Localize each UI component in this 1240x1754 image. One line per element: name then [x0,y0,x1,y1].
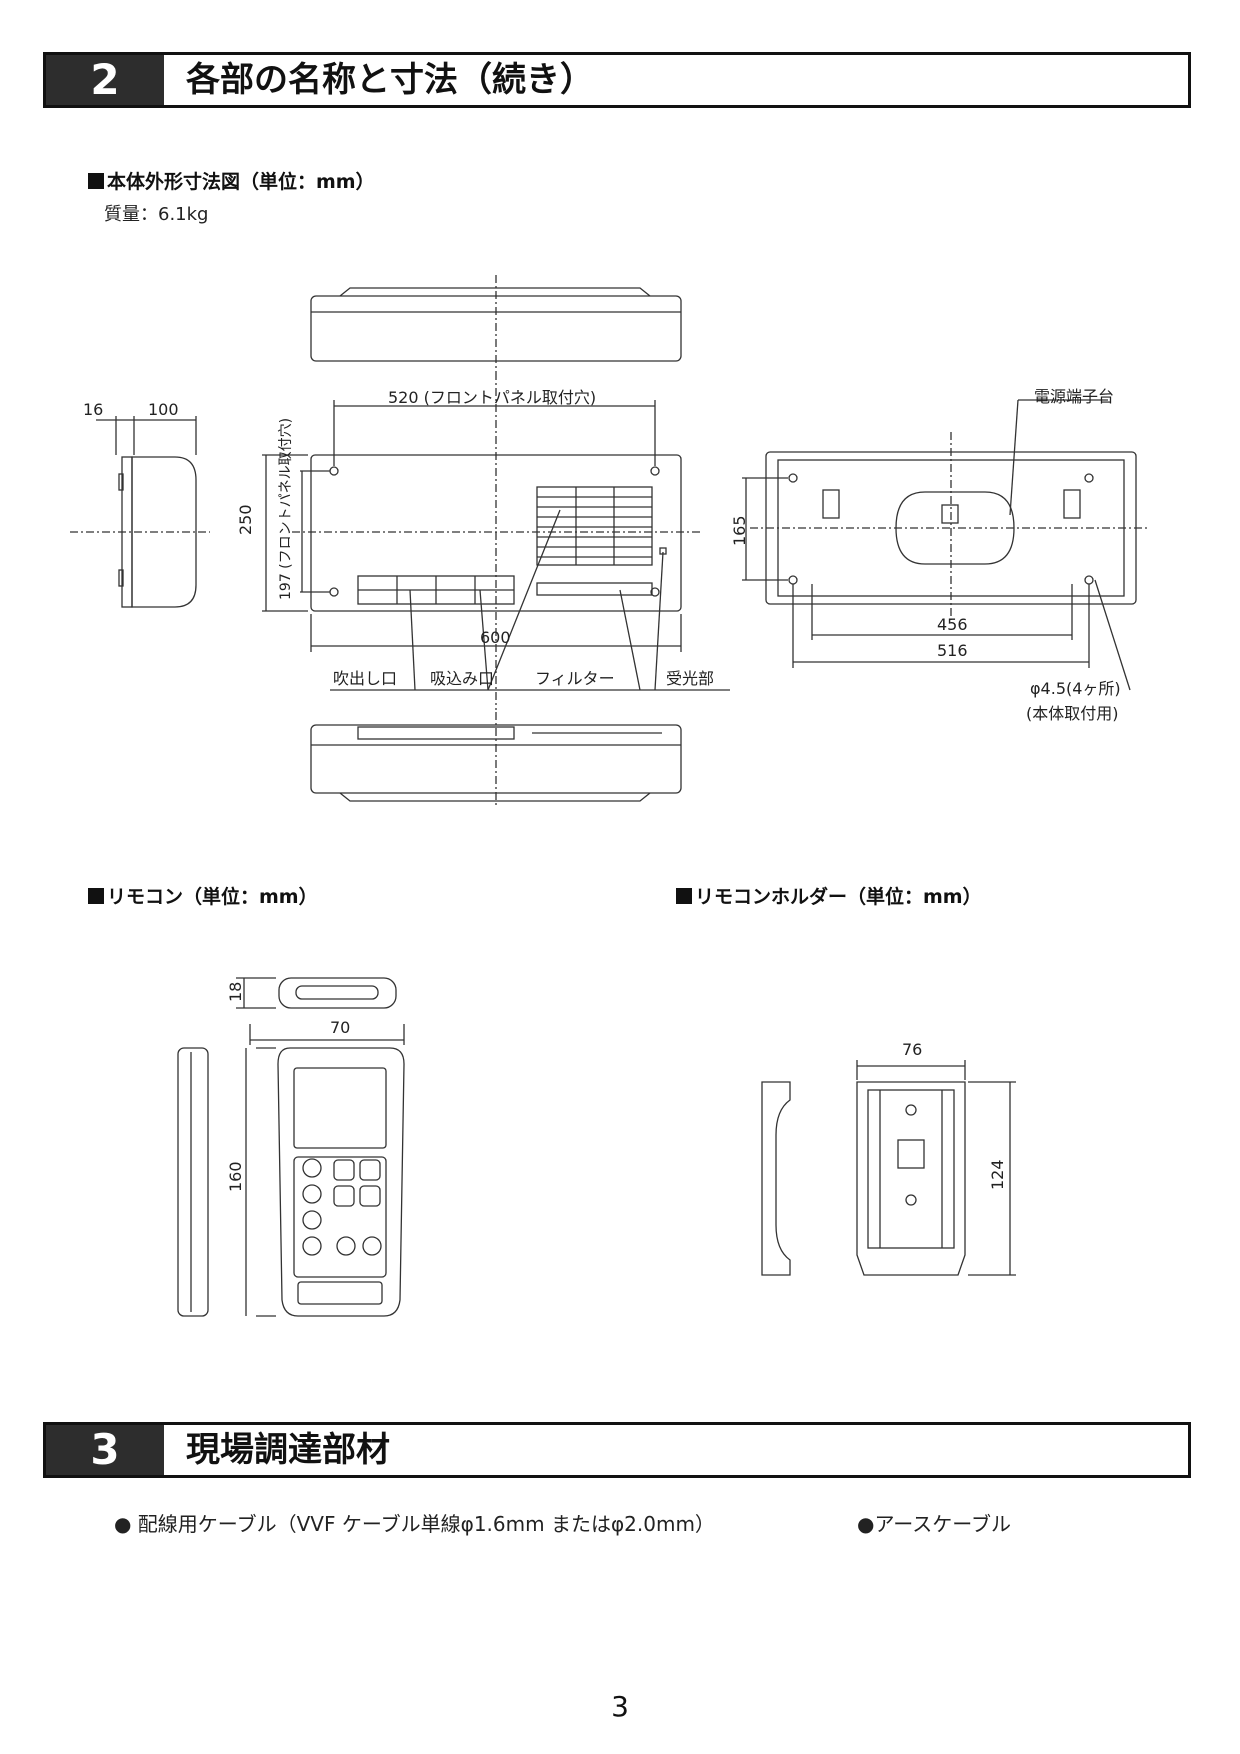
dim-16: 16 [83,400,104,419]
item-earth-cable: ●アースケーブル [857,1512,1012,1536]
label-inlet: 吸込み口 [430,669,495,688]
section-number: 2 [46,55,164,105]
dim-76: 76 [902,1040,923,1059]
dim-516: 516 [937,641,968,660]
label-outlet: 吹出し口 [333,669,398,688]
holder-heading: リモコンホルダー（単位：mm） [676,882,982,909]
section-3-header: 3 現場調達部材 [43,1422,1191,1478]
dim-100: 100 [148,400,179,419]
section-2-header: 2 各部の名称と寸法（続き） [43,52,1191,108]
main-unit-heading: 本体外形寸法図（単位：mm） [88,167,375,194]
dim-250: 250 [236,504,255,535]
label-receiver: 受光部 [666,669,715,688]
top-view [310,275,682,372]
label-holes: φ4.5(4ヶ所) [1030,679,1121,698]
front-view [262,372,730,710]
side-view [70,416,210,608]
dim-18: 18 [226,981,245,1002]
back-view [742,399,1150,691]
mass-text: 質量：6.1kg [104,204,209,225]
dim-197: 197 (フロントパネル取付穴) [278,417,294,600]
item-cable: ● 配線用ケーブル（VVF ケーブル単線φ1.6mm またはφ2.0mm） [114,1512,715,1536]
remote-heading: リモコン（単位：mm） [88,882,318,909]
section-title: 現場調達部材 [186,1430,390,1470]
dim-70: 70 [330,1018,351,1037]
dim-456: 456 [937,615,968,634]
section-title: 各部の名称と寸法（続き） [186,60,594,100]
label-terminal: 電源端子台 [1034,387,1115,406]
label-filter: フィルター [535,669,615,688]
remote-side-view [177,977,397,1317]
bottom-view [310,712,682,808]
label-holes-use: (本体取付用) [1026,704,1119,723]
dim-160: 160 [226,1161,245,1192]
dim-124: 124 [988,1159,1007,1190]
dim-165: 165 [730,515,749,546]
dim-600: 600 [480,628,511,647]
dim-520: 520 (フロントパネル取付穴) [388,388,597,407]
holder-views [761,1060,1016,1276]
page-number: 3 [611,1690,629,1723]
remote-front-view [245,1024,405,1317]
section-number: 3 [46,1425,164,1475]
